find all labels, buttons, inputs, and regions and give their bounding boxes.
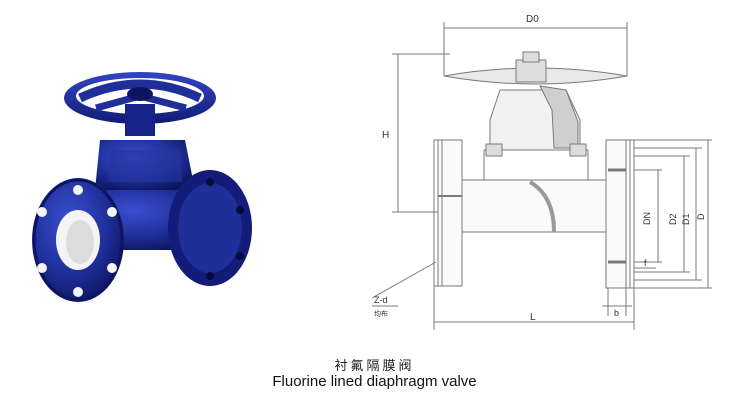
label-dn: DN [642,212,652,225]
valve-photo [32,72,252,302]
label-d0: D0 [526,14,539,25]
caption-english: Fluorine lined diaphragm valve [272,373,477,390]
label-z-d-note: 均布 [374,309,388,318]
label-d: D [696,213,706,220]
handwheel [64,72,216,124]
label-f: f [644,258,647,268]
label-d1: D1 [681,213,691,225]
label-z-d: Z-d [374,295,388,305]
valve-technical-drawing: D0 H DN D2 D1 D f b L Z-d 均布 [371,14,712,330]
caption-chinese: 衬氟隔膜阀 [334,359,415,374]
label-b: b [614,308,619,318]
label-h: H [382,130,389,141]
label-d2: D2 [668,213,678,225]
right-flange [168,170,252,286]
left-flange [32,178,124,302]
label-l: L [530,312,536,323]
